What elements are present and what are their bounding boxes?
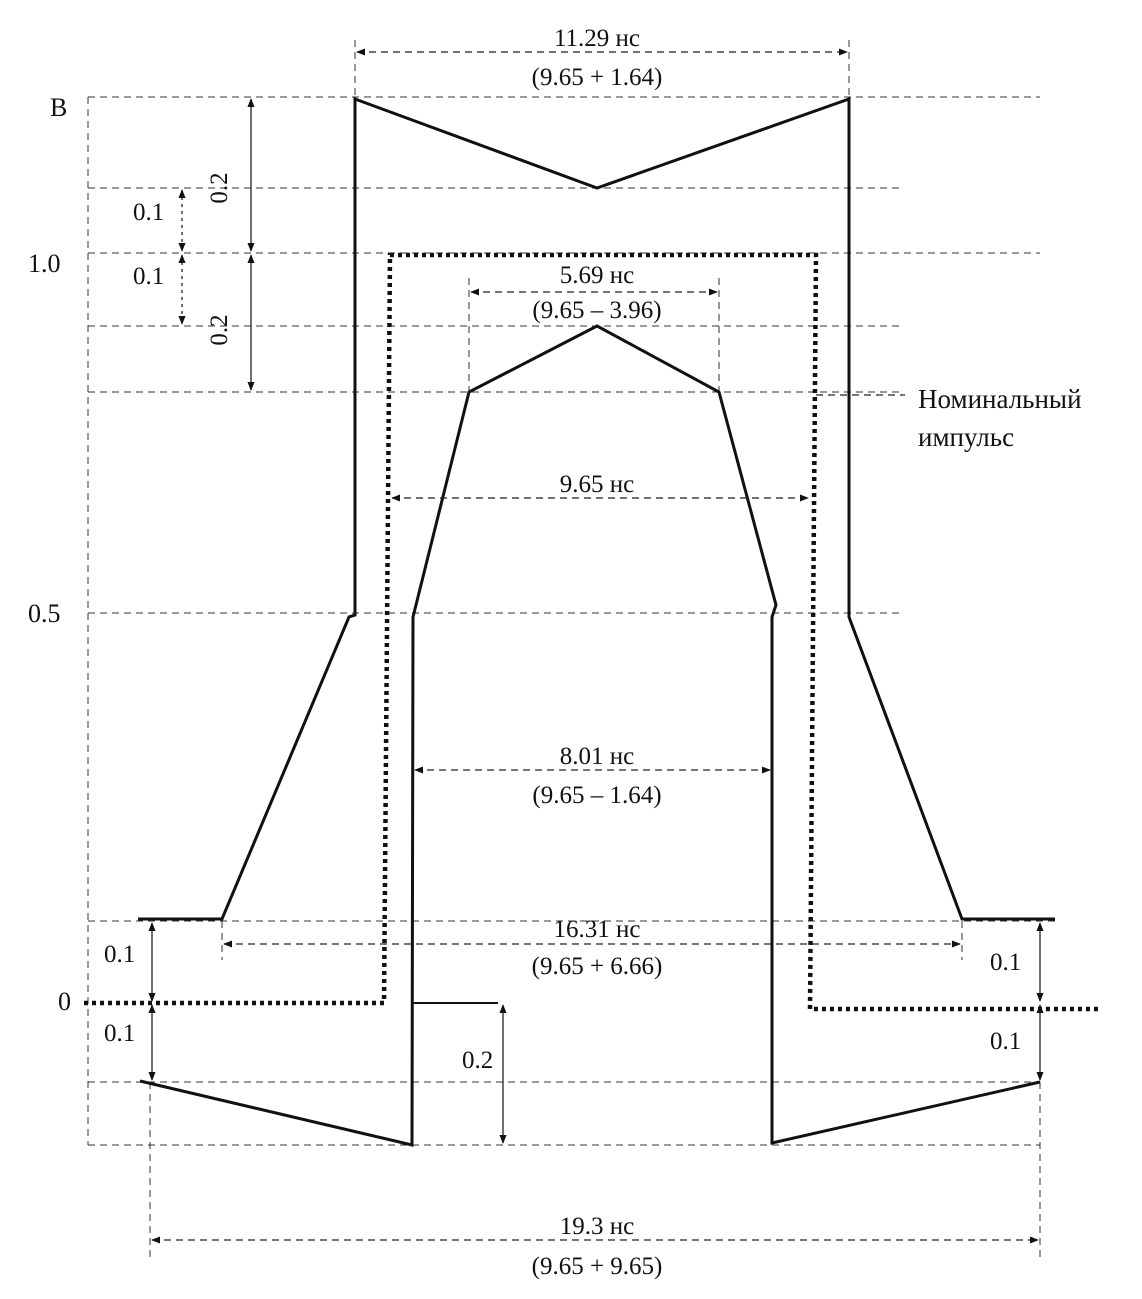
inner-width-label: 8.01 нс	[560, 743, 634, 770]
tolerance-upper-large-b: 0.2	[206, 314, 233, 345]
nominal-pulse-legend-line1: Номинальный	[918, 384, 1082, 414]
outer-low-width-label: 16.31 нс	[554, 916, 641, 943]
peak-width-label: 5.69 нс	[560, 262, 634, 289]
tolerance-lower-right-a: 0.1	[990, 949, 1021, 976]
tolerance-lower-left-a: 0.1	[104, 941, 135, 968]
nominal-pulse-line	[84, 252, 1098, 1012]
tolerance-lower-right-b: 0.1	[990, 1028, 1021, 1055]
axis-tick-1-0: 1.0	[28, 249, 61, 278]
nominal-pulse-legend-line2: импульс	[918, 422, 1014, 452]
base-formula-label: (9.65 + 9.65)	[532, 1253, 663, 1280]
base-width-label: 19.3 нс	[560, 1213, 634, 1240]
tolerance-lower-left-b: 0.1	[104, 1020, 135, 1047]
tolerance-upper-large-a: 0.2	[206, 172, 233, 203]
tolerance-lower-center: 0.2	[462, 1047, 493, 1074]
nominal-width-label: 9.65 нс	[560, 471, 634, 498]
dimension-arrows	[151, 48, 1039, 1244]
axis-tick-0-5: 0.5	[28, 599, 61, 628]
peak-formula-label: (9.65 – 3.96)	[532, 297, 661, 324]
tolerance-arrows	[148, 98, 1044, 1144]
vertical-guides	[87, 40, 1041, 1260]
outer-low-formula-label: (9.65 + 6.66)	[532, 953, 663, 980]
top-formula-label: (9.65 + 1.64)	[532, 64, 663, 91]
axis-unit-label: В	[50, 93, 67, 122]
lower-mask-line-left	[139, 324, 1041, 1147]
tolerance-upper-small-a: 0.1	[133, 199, 164, 226]
axis-tick-0: 0	[58, 987, 71, 1016]
tolerance-upper-small-b: 0.1	[133, 263, 164, 290]
top-width-label: 11.29 нс	[554, 25, 640, 52]
inner-formula-label: (9.65 – 1.64)	[532, 782, 661, 809]
upper-mask-line	[138, 96, 1055, 921]
horizontal-guides	[88, 96, 1060, 1146]
